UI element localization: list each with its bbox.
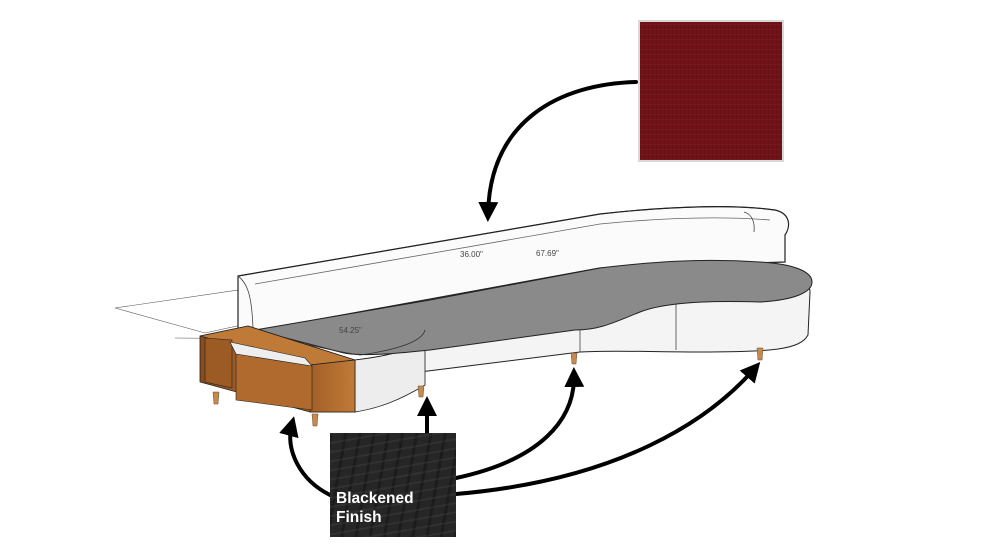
finish-label-line2: Finish: [336, 509, 382, 526]
blackened-finish-swatch: Blackened Finish: [330, 433, 456, 537]
dimension-label: 36.00": [460, 250, 483, 259]
leg: [212, 391, 220, 405]
dimension-label: 67.69": [536, 249, 559, 258]
dimension-labels: 36.00" 67.69" 54.25": [339, 249, 559, 335]
callout-arrows: [279, 80, 761, 497]
legs: [212, 347, 764, 427]
backrest: [237, 206, 790, 331]
finish-label: Blackened Finish: [336, 489, 452, 527]
arrow-right-leg: [454, 361, 761, 496]
leg: [417, 385, 425, 398]
wood-cabinet: [199, 325, 356, 413]
red-fabric-swatch: [638, 20, 784, 162]
leg: [570, 352, 578, 365]
finish-label-line1: Blackened: [336, 490, 414, 507]
dimension-label: 54.25": [339, 326, 362, 335]
leg: [756, 347, 764, 361]
arrow-red-finish: [478, 80, 638, 222]
leg: [311, 413, 319, 427]
arrow-cabinet-leg: [279, 416, 332, 497]
arrow-middle-leg: [454, 367, 585, 480]
